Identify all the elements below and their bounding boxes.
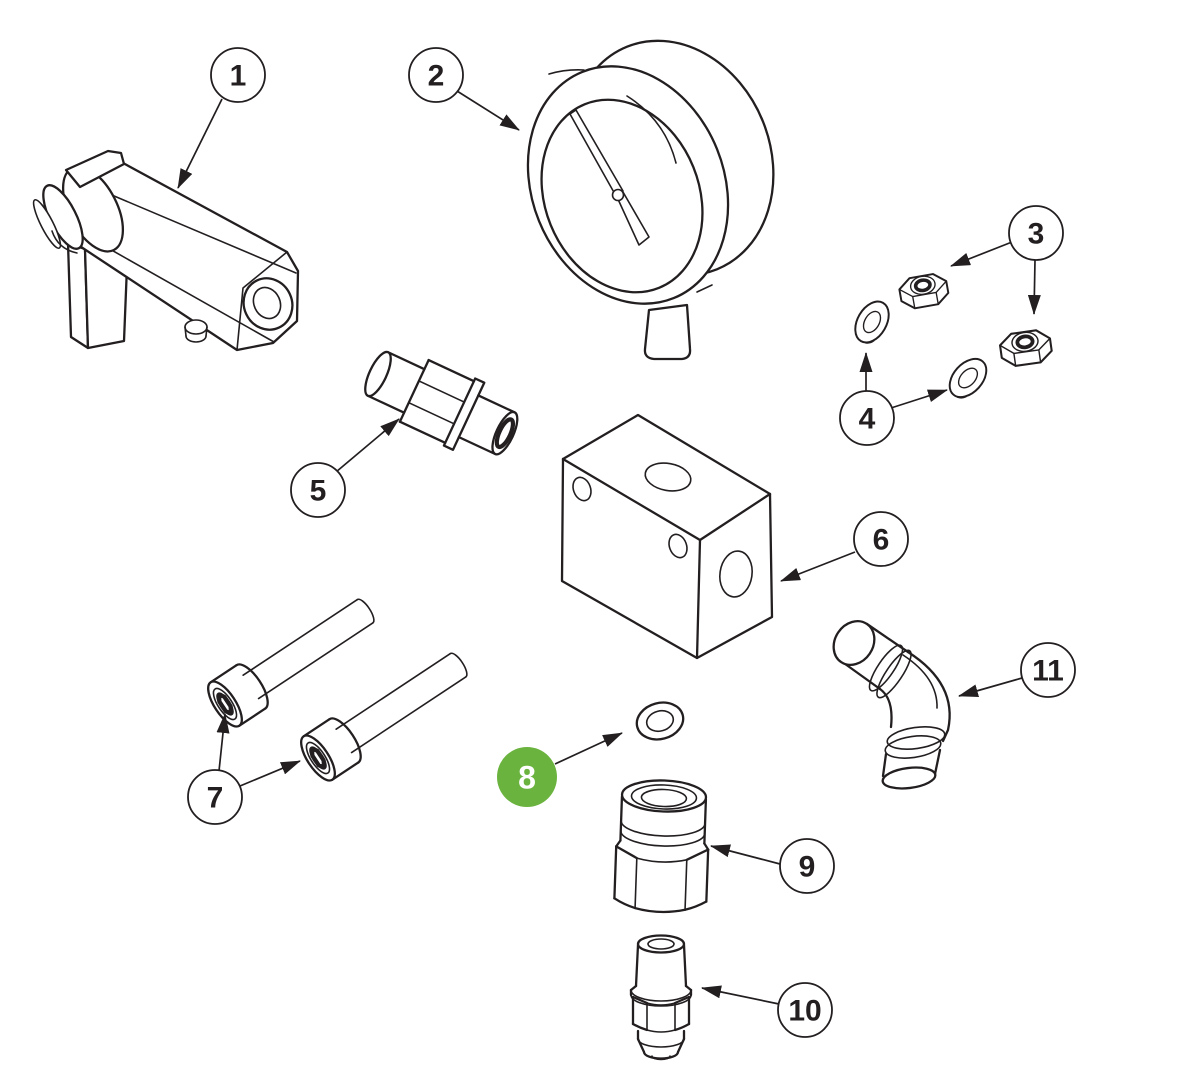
callout-circle[interactable] bbox=[1020, 642, 1076, 698]
callout-number: 5 bbox=[310, 475, 327, 508]
callout-circle[interactable] bbox=[1008, 205, 1064, 261]
part-5-fitting-drawing bbox=[364, 350, 519, 456]
part-11-elbow-drawing bbox=[832, 620, 951, 790]
bore-hole bbox=[242, 277, 294, 331]
top-tab bbox=[64, 149, 126, 189]
leader-line bbox=[780, 551, 856, 582]
part-3-hex-nuts-drawing bbox=[895, 270, 1055, 370]
part-8-oring-drawing bbox=[635, 701, 685, 741]
callout-circle[interactable] bbox=[187, 769, 243, 825]
callout-number: 10 bbox=[788, 995, 821, 1028]
gauge-needle bbox=[569, 109, 624, 197]
callout-3[interactable]: 3 bbox=[950, 205, 1064, 315]
needle-hub bbox=[611, 188, 625, 202]
callout-8-highlighted[interactable]: 8 bbox=[497, 732, 623, 807]
callout-6[interactable]: 6 bbox=[780, 511, 909, 582]
callout-10[interactable]: 10 bbox=[701, 982, 833, 1038]
socket-screw bbox=[295, 641, 477, 786]
leader-line bbox=[456, 90, 520, 131]
callout-circle[interactable] bbox=[290, 462, 346, 518]
drain-screw bbox=[184, 319, 208, 335]
callout-number: 7 bbox=[207, 782, 224, 815]
callout-11[interactable]: 11 bbox=[958, 642, 1076, 698]
part-1-cylinder-body-drawing bbox=[32, 149, 300, 352]
callout-circle[interactable] bbox=[779, 838, 835, 894]
callout-number: 6 bbox=[873, 524, 890, 557]
callout-number: 11 bbox=[1032, 655, 1064, 688]
part-4-washers-drawing bbox=[847, 294, 995, 406]
elbow-bottom-port bbox=[881, 766, 937, 790]
block-right-port bbox=[719, 550, 753, 598]
part-2-pressure-gauge-drawing bbox=[526, 39, 775, 361]
callout-7[interactable]: 7 bbox=[187, 713, 301, 825]
part-7-screws-drawing bbox=[202, 587, 477, 786]
leader-line bbox=[239, 760, 301, 787]
callout-5[interactable]: 5 bbox=[290, 418, 400, 518]
callout-circle[interactable] bbox=[853, 511, 909, 567]
part-9-coupler-drawing bbox=[613, 779, 710, 914]
leader-line bbox=[177, 98, 223, 189]
callout-number: 4 bbox=[859, 403, 876, 436]
block-top-port bbox=[644, 462, 692, 492]
callout-circle[interactable] bbox=[210, 47, 266, 103]
callout-circle[interactable] bbox=[777, 982, 833, 1038]
callout-number: 9 bbox=[799, 851, 816, 884]
part-10-plug-fitting-drawing bbox=[629, 934, 693, 1061]
elbow-top-port bbox=[832, 620, 876, 666]
elbow-inner-curve bbox=[878, 687, 893, 729]
block-side-hole bbox=[668, 533, 688, 559]
leader-line bbox=[554, 732, 623, 765]
leader-line bbox=[335, 418, 400, 473]
callout-circle-highlighted[interactable] bbox=[497, 747, 557, 807]
block-side-hole bbox=[572, 476, 592, 502]
callout-2[interactable]: 2 bbox=[408, 47, 520, 131]
elbow-outer-curve bbox=[906, 650, 951, 743]
callout-1[interactable]: 1 bbox=[177, 47, 266, 189]
leader-line bbox=[1027, 259, 1041, 315]
hex-nut bbox=[996, 326, 1055, 370]
washer bbox=[847, 294, 897, 350]
callout-circle[interactable] bbox=[408, 47, 464, 103]
callout-number: 8 bbox=[518, 760, 536, 796]
callout-number: 3 bbox=[1028, 218, 1045, 251]
leader-line bbox=[958, 677, 1023, 698]
callout-number: 1 bbox=[230, 60, 247, 93]
callout-circle[interactable] bbox=[839, 390, 895, 446]
leader-line bbox=[701, 985, 780, 1005]
leader-line bbox=[710, 844, 781, 865]
washer bbox=[941, 350, 995, 406]
callout-4[interactable]: 4 bbox=[839, 352, 948, 446]
part-6-manifold-block-drawing bbox=[560, 413, 774, 660]
socket-screw bbox=[202, 587, 384, 732]
leader-line bbox=[216, 713, 230, 772]
gauge-stem bbox=[643, 303, 692, 361]
callout-number: 2 bbox=[428, 60, 445, 93]
leader-line bbox=[890, 389, 948, 409]
block-outline bbox=[560, 413, 774, 660]
callout-9[interactable]: 9 bbox=[710, 838, 835, 894]
hex-nut bbox=[895, 270, 952, 313]
leader-line bbox=[950, 241, 1013, 267]
